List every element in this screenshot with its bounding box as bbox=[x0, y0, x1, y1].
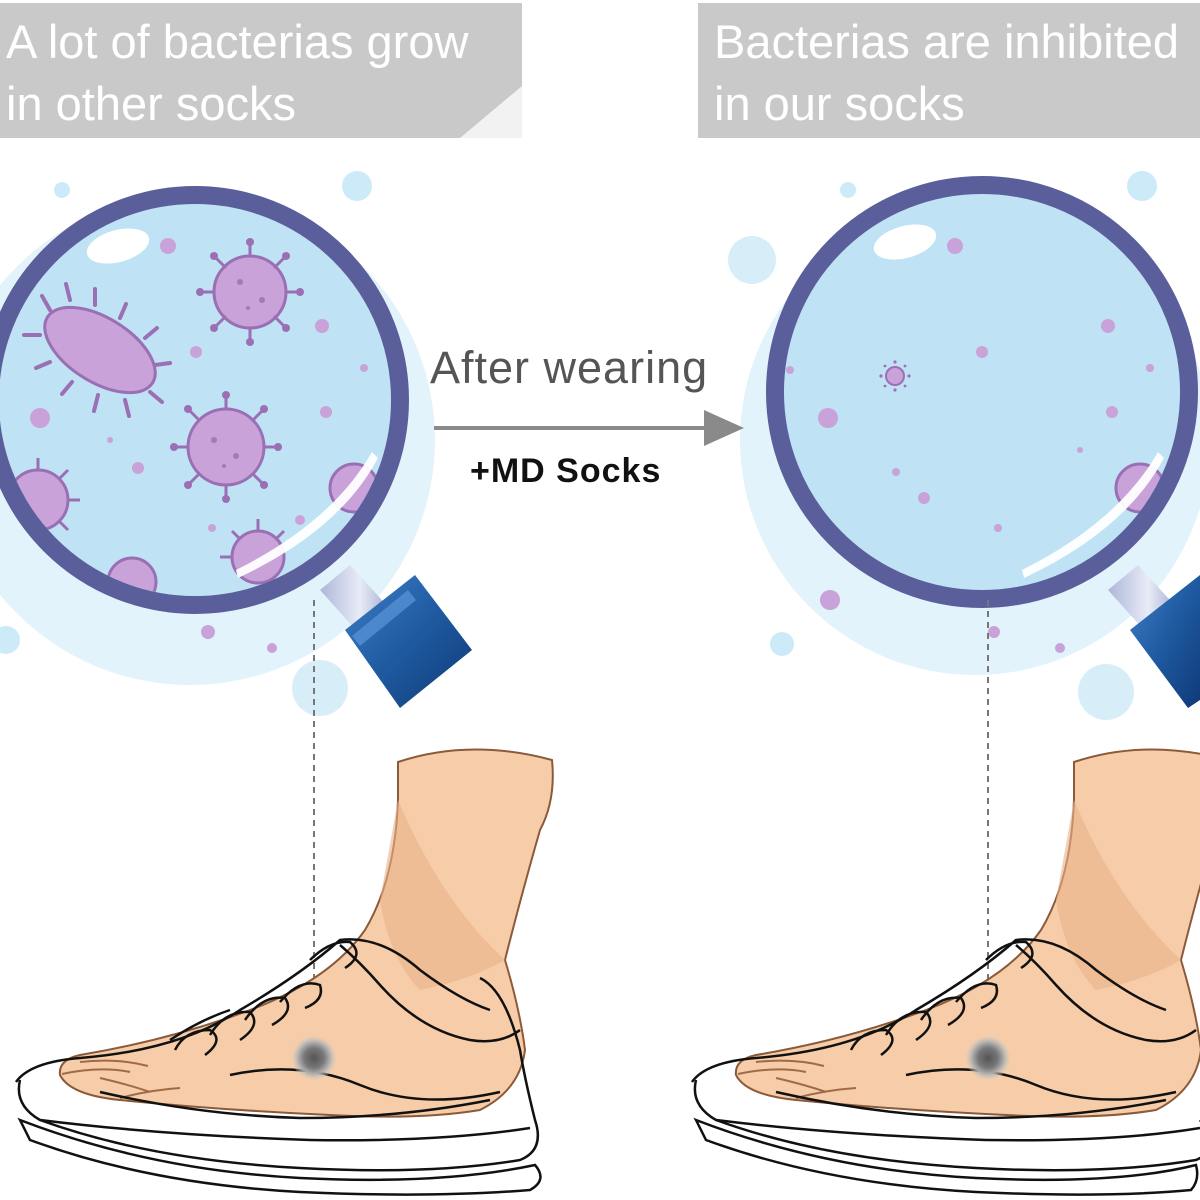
bubble bbox=[1055, 643, 1065, 653]
sneaker-icon bbox=[14, 938, 540, 1172]
foot-shading bbox=[380, 800, 505, 990]
bubble bbox=[840, 182, 856, 198]
bacteria-dots bbox=[30, 238, 368, 596]
arrow-top-label: After wearing bbox=[430, 342, 709, 393]
bacteria-dots bbox=[786, 238, 1154, 532]
magnifier-lens-left bbox=[0, 204, 391, 596]
sneaker-icon bbox=[690, 938, 1200, 1172]
left-banner-line-2: in other socks bbox=[6, 77, 296, 130]
bubble bbox=[820, 590, 840, 610]
right-banner-line-1: Bacterias are inhibited bbox=[714, 15, 1180, 68]
lens-highlight bbox=[86, 228, 150, 264]
right-banner-line-2: in our socks bbox=[714, 77, 965, 130]
left-banner-line-1: A lot of bacterias grow bbox=[6, 15, 469, 68]
foot-with-sneaker-right bbox=[690, 748, 1200, 1196]
magnifier-ring bbox=[766, 176, 1198, 608]
bubble bbox=[201, 625, 215, 639]
right-banner: Bacterias are inhibited in our socks bbox=[698, 3, 1200, 138]
foot-shading bbox=[1056, 800, 1181, 990]
magnifier-handle bbox=[320, 565, 472, 708]
bubble bbox=[988, 626, 1000, 638]
foot-with-sneaker-left bbox=[14, 748, 554, 1196]
sole bbox=[693, 1117, 1199, 1196]
bubble bbox=[267, 643, 277, 653]
bubble bbox=[1078, 664, 1134, 720]
banner-fold-corner bbox=[460, 86, 522, 138]
bubble bbox=[770, 632, 794, 656]
arrow-bottom-label: +MD Socks bbox=[470, 452, 662, 490]
arrow-right-icon bbox=[434, 410, 744, 446]
left-banner-text: A lot of bacterias grow in other socks bbox=[6, 11, 468, 135]
bacteria-icon bbox=[196, 238, 304, 346]
magnifier-lens-right bbox=[784, 194, 1180, 590]
magnifier-handle bbox=[1108, 565, 1200, 708]
lens-reflection bbox=[236, 452, 378, 578]
bubble bbox=[728, 236, 776, 284]
bubble bbox=[1127, 171, 1157, 201]
lens-reflection bbox=[1022, 452, 1164, 578]
bacteria-icon bbox=[22, 282, 172, 418]
bubble bbox=[292, 660, 348, 716]
bubble bbox=[342, 171, 372, 201]
right-banner-text: Bacterias are inhibited in our socks bbox=[714, 11, 1179, 135]
contact-point-marker bbox=[292, 1036, 336, 1080]
bacteria-icon bbox=[879, 360, 911, 392]
left-banner: A lot of bacterias grow in other socks bbox=[0, 3, 522, 138]
left-panel bbox=[0, 171, 472, 1055]
sole bbox=[17, 1117, 542, 1196]
bubble bbox=[0, 626, 20, 654]
magnifier-ring bbox=[0, 186, 409, 614]
contact-point-marker bbox=[966, 1036, 1010, 1080]
bubble bbox=[54, 182, 70, 198]
bacteria-icon bbox=[170, 391, 282, 503]
right-panel bbox=[728, 171, 1200, 1055]
lens-highlight bbox=[873, 224, 937, 260]
